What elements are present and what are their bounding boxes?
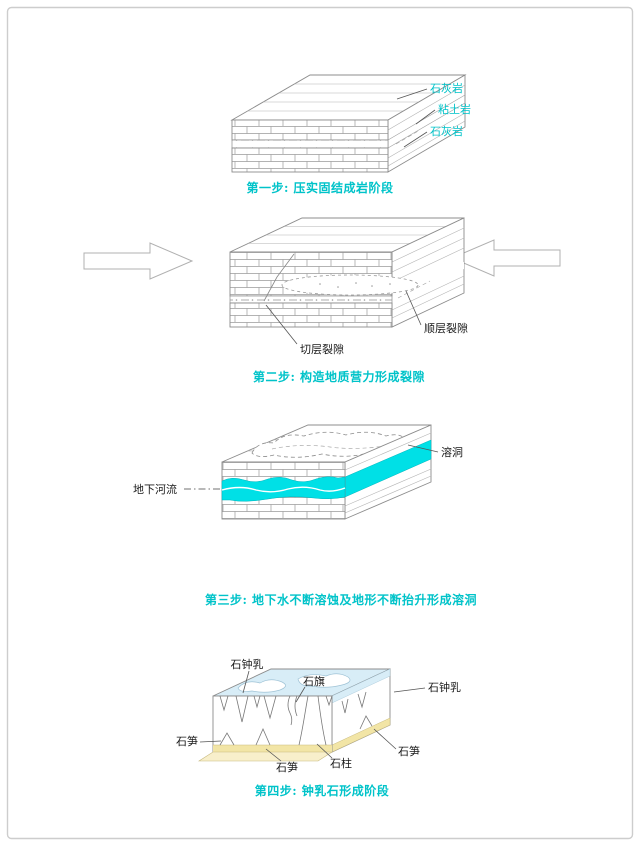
- label-stone-column: 石柱: [330, 756, 352, 770]
- step4-diagram: [197, 668, 391, 762]
- label-limestone-bottom: 石灰岩: [430, 124, 463, 138]
- cave-floor-front: [213, 745, 332, 752]
- cave-floor-skirt: [197, 751, 334, 762]
- label-cave: 溶洞: [441, 445, 463, 459]
- limestone-layer-bottom: [231, 147, 389, 173]
- label-cross-layer-crack: 切层裂隙: [300, 342, 344, 356]
- label-stalactite-left: 石钟乳: [231, 657, 264, 671]
- stone-flag-shape: [287, 695, 298, 726]
- label-underground-river: 地下河流: [133, 482, 177, 496]
- step2-diagram: [229, 217, 465, 328]
- step3-diagram: [184, 424, 432, 520]
- label-stalagmite-left: 石笋: [176, 734, 198, 748]
- step1-labels: 石灰岩 粘土岩 石灰岩: [396, 81, 471, 148]
- claystone-layer: [231, 139, 389, 149]
- stalactite-shape: [263, 695, 277, 720]
- caption-step4: 第四步: 钟乳石形成阶段: [255, 783, 390, 798]
- step2-labels: 切层裂隙 顺层裂隙: [265, 290, 468, 356]
- step4-labels: 石钟乳 石旗 石钟乳 石笋 石笋 石柱 石笋: [176, 657, 461, 774]
- label-claystone: 粘土岩: [438, 102, 471, 116]
- compression-arrow-right: [450, 239, 561, 277]
- step1-diagram: [230, 74, 467, 173]
- stalactite-shape: [219, 695, 229, 712]
- label-bedding-crack: 顺层裂隙: [424, 321, 468, 335]
- label-limestone-top: 石灰岩: [430, 81, 463, 95]
- stalagmite-shape: [219, 732, 235, 746]
- bedding-crack-lens: [281, 274, 419, 296]
- stalactite-shape: [235, 695, 249, 723]
- stone-column-shape: [298, 695, 327, 746]
- label-stalagmite-right: 石笋: [398, 744, 420, 758]
- label-stalagmite-bottom: 石笋: [276, 760, 298, 774]
- cross-layer-crack-line: [263, 253, 295, 302]
- limestone-layer-top: [231, 119, 389, 141]
- label-stone-flag: 石旗: [303, 674, 325, 688]
- cave-front-face: [212, 695, 333, 753]
- stalactite-shape: [253, 695, 261, 709]
- caption-step3: 第三步: 地下水不断溶蚀及地形不断抬升形成溶洞: [205, 592, 477, 607]
- step3-labels: 地下河流 溶洞: [133, 444, 463, 496]
- caption-step1: 第一步: 压实固结成岩阶段: [246, 180, 394, 195]
- stalagmite-shape: [255, 728, 271, 746]
- page-frame: [6, 6, 634, 840]
- label-stalactite-right: 石钟乳: [428, 680, 461, 694]
- compression-arrow-left: [83, 242, 194, 280]
- caption-step2: 第二步: 构造地质营力形成裂隙: [253, 369, 425, 384]
- underground-river-band: [221, 476, 346, 502]
